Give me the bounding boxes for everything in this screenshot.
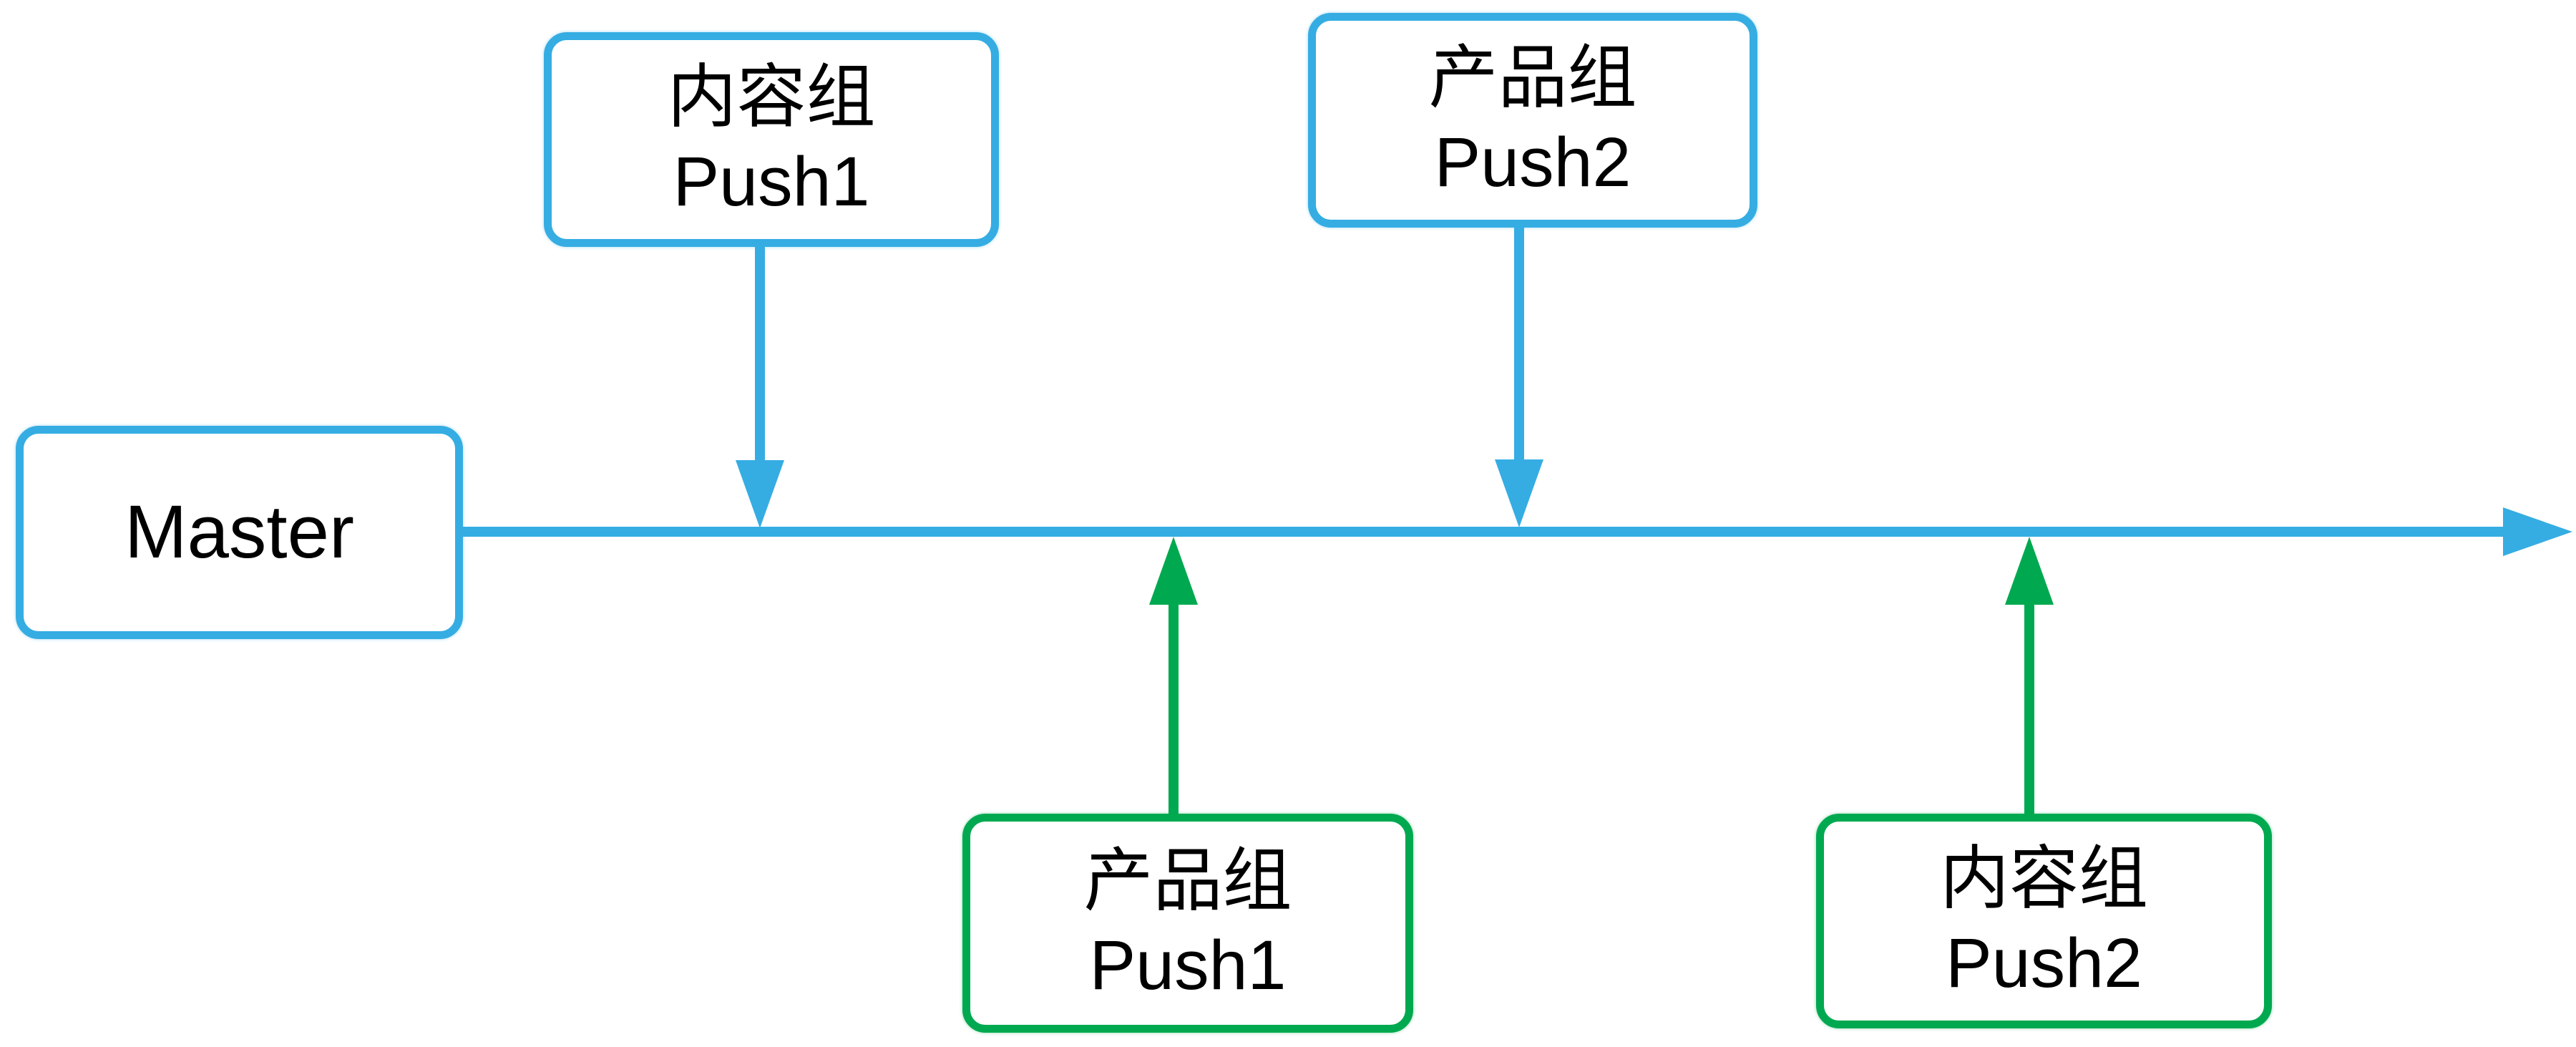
up-arrowhead-icon [1149, 537, 1198, 605]
master-node: Master [16, 426, 463, 639]
down-arrow-icon [755, 247, 765, 465]
product-group-push2-node: 产品组 Push2 [1308, 13, 1757, 228]
content-group-push2-node: 内容组 Push2 [1816, 814, 2272, 1028]
master-label: Master [125, 490, 354, 574]
node-label-line1: 内容组 [1940, 839, 2148, 917]
up-arrowhead-icon [2005, 537, 2054, 605]
content-group-push1-node: 内容组 Push1 [544, 32, 999, 247]
product-group-push1-node: 产品组 Push1 [962, 814, 1413, 1033]
down-arrowhead-icon [1495, 459, 1543, 527]
node-label-line2: Push1 [673, 142, 870, 220]
timeline-right-arrowhead-icon [2503, 507, 2572, 556]
node-label-line1: 内容组 [667, 57, 876, 136]
node-label-line1: 产品组 [1083, 841, 1292, 920]
node-label-line2: Push1 [1089, 926, 1287, 1004]
node-label-line2: Push2 [1434, 123, 1631, 201]
up-arrow-icon [1169, 600, 1179, 814]
node-label-line1: 产品组 [1428, 38, 1637, 117]
node-label-line2: Push2 [1945, 924, 2143, 1002]
down-arrowhead-icon [736, 460, 784, 528]
timeline-line [463, 527, 2512, 537]
down-arrow-icon [1514, 228, 1524, 465]
up-arrow-icon [2024, 600, 2034, 814]
